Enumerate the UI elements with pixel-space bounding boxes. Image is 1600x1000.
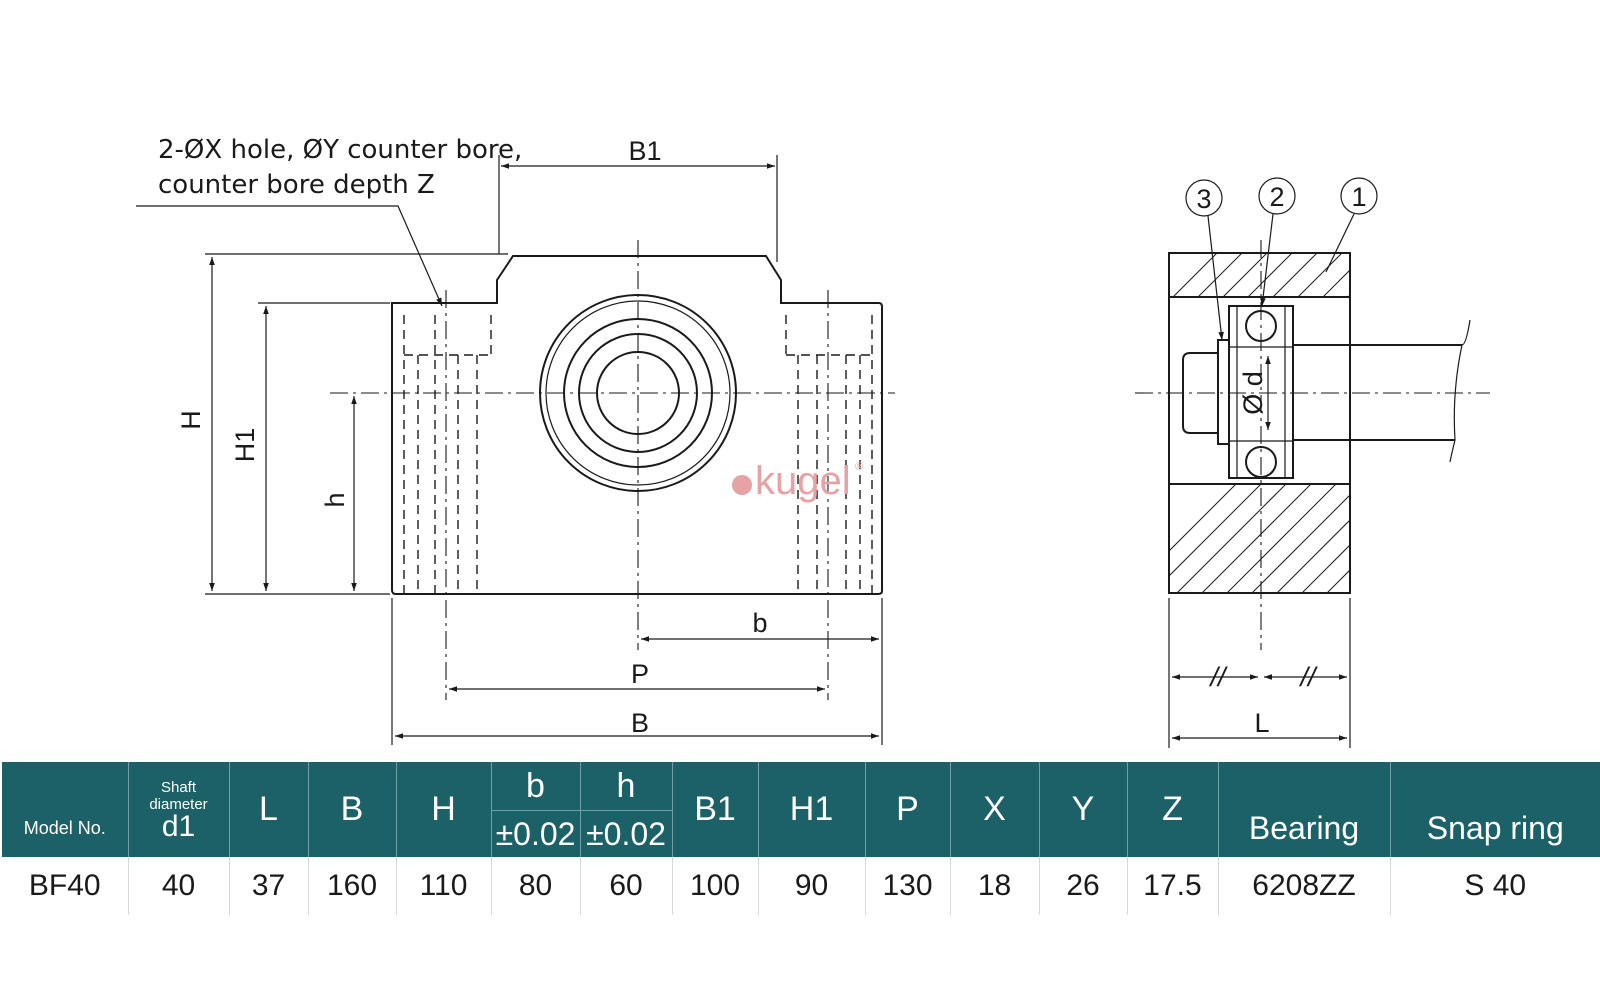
cell-bearing: 6208ZZ (1217, 857, 1390, 915)
watermark-mark: ® (855, 461, 863, 473)
dim-label-B: B (631, 708, 649, 738)
cell-b: 80 (490, 857, 580, 915)
cell-d1: 40 (127, 857, 229, 915)
header-B: B (307, 762, 396, 857)
cell-H: 110 (395, 857, 491, 915)
dim-label-H1: H1 (230, 428, 260, 463)
front-view: 2-ØX hole, ØY counter bore, counter bore… (136, 135, 895, 745)
cell-Y: 26 (1038, 857, 1127, 915)
dim-label-h: h (320, 492, 350, 507)
dim-label-H: H (176, 410, 206, 430)
header-shaft-line2: diameter (149, 795, 208, 813)
cell-B: 160 (307, 857, 396, 915)
header-P: P (864, 762, 950, 857)
header-shaft-diameter: Shaft diameter d1 (127, 762, 229, 857)
header-h: h (579, 762, 672, 811)
watermark-text: kugel (755, 459, 851, 503)
header-b: b (490, 762, 580, 811)
cell-B1: 100 (671, 857, 758, 915)
cell-model: BF40 (2, 857, 128, 915)
cell-P: 130 (864, 857, 950, 915)
spec-table: Model No. Shaft diameter d1 L B H b h B1… (2, 762, 1600, 915)
side-view: Ø d 3 2 1 // // L (1135, 177, 1490, 748)
cell-h: 60 (579, 857, 672, 915)
dim-label-P: P (631, 659, 649, 689)
cell-X: 18 (949, 857, 1039, 915)
technical-drawing: 2-ØX hole, ØY counter bore, counter bore… (136, 135, 1490, 748)
header-X: X (949, 762, 1039, 857)
header-shaft-symbol: d1 (161, 809, 196, 843)
header-snap-ring: Snap ring (1389, 762, 1600, 857)
equal-sign-left: // (1208, 662, 1228, 692)
dim-label-b: b (752, 608, 767, 638)
header-H1: H1 (757, 762, 865, 857)
balloon-2: 2 (1269, 182, 1284, 212)
cell-H1: 90 (757, 857, 865, 915)
cell-snap-ring: S 40 (1389, 857, 1600, 915)
cell-Z: 17.5 (1126, 857, 1218, 915)
header-model-no: Model No. (2, 762, 128, 857)
header-Y: Y (1038, 762, 1127, 857)
header-h-tolerance: ±0.02 (579, 810, 672, 857)
housing-outline (391, 255, 883, 595)
header-bearing: Bearing (1217, 762, 1390, 857)
note-line-1: 2-ØX hole, ØY counter bore, (158, 135, 522, 165)
table-row: BF40 40 37 160 110 80 60 100 90 130 18 2… (2, 857, 1600, 915)
header-b-tolerance: ±0.02 (490, 810, 580, 857)
watermark-dot-icon (732, 475, 752, 495)
cell-L: 37 (228, 857, 308, 915)
dim-label-d: Ø d (1238, 371, 1268, 415)
dim-label-B1: B1 (628, 136, 661, 166)
header-Z: Z (1126, 762, 1218, 857)
balloon-3: 3 (1196, 184, 1211, 214)
header-L: L (228, 762, 308, 857)
header-H: H (395, 762, 491, 857)
equal-sign-right: // (1298, 662, 1318, 692)
header-shaft-line1: Shaft (160, 778, 197, 796)
watermark: kugel ® (732, 459, 863, 503)
header-B1: B1 (671, 762, 758, 857)
balloon-1: 1 (1351, 182, 1366, 212)
dim-label-L: L (1254, 708, 1269, 738)
note-line-2: counter bore depth Z (158, 170, 435, 200)
